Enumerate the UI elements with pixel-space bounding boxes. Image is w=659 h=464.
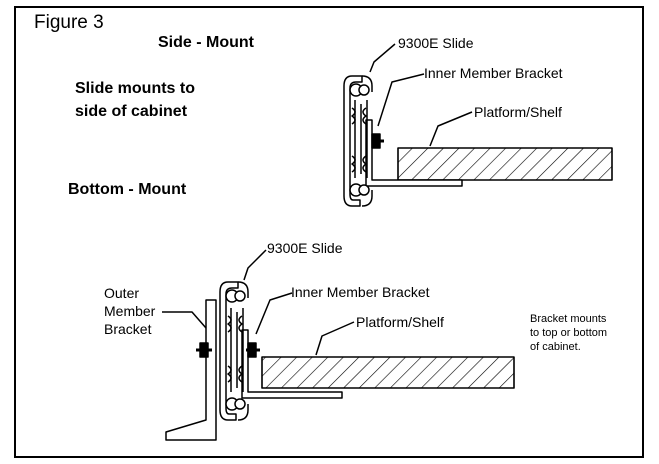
- outer-bracket-label-line3: Bracket: [104, 321, 152, 337]
- side-mount-heading: Side - Mount: [158, 34, 254, 51]
- side-slide-label: 9300E Slide: [398, 35, 474, 51]
- side-slide-outer-channel: [343, 75, 363, 207]
- bottom-note-line1: Bracket mounts: [530, 313, 607, 325]
- side-mount-drawing: [343, 43, 613, 207]
- bottom-inner-bracket-leader: [255, 292, 293, 335]
- outer-bracket-label-line2: Member: [104, 303, 156, 319]
- bottom-slide-leader: [243, 249, 267, 281]
- bottom-outer-member-bracket: [165, 299, 217, 441]
- side-slide-inner-member: [354, 100, 368, 178]
- side-platform-shelf: [397, 147, 613, 181]
- bottom-note-line3: of cabinet.: [530, 341, 581, 353]
- bottom-platform-shelf: [261, 356, 515, 389]
- bottom-slide-outer-channel: [219, 281, 239, 421]
- bottom-inner-bracket-label: Inner Member Bracket: [291, 284, 430, 300]
- side-platform-label: Platform/Shelf: [474, 104, 562, 120]
- side-inner-member-bracket: [365, 119, 463, 187]
- bottom-mount-heading: Bottom - Mount: [68, 181, 187, 198]
- side-inner-bracket-label: Inner Member Bracket: [424, 65, 563, 81]
- side-ball-bearing: [358, 184, 370, 196]
- bottom-platform-leader: [315, 321, 355, 356]
- bottom-note-line2: to top or bottom: [530, 327, 608, 339]
- figure-label: Figure 3: [34, 12, 104, 33]
- side-mount-note-line2: side of cabinet: [75, 103, 188, 120]
- side-ball-bearing: [358, 84, 370, 96]
- bottom-slide-label: 9300E Slide: [267, 240, 343, 256]
- outer-bracket-label-line1: Outer: [104, 285, 140, 301]
- bottom-slide-inner-member: [230, 308, 244, 392]
- bottom-ball-bearing: [234, 398, 246, 410]
- bottom-inner-member-bracket: [241, 329, 343, 399]
- bottom-platform-label: Platform/Shelf: [356, 314, 444, 330]
- bottom-outer-bracket-leader: [162, 311, 207, 329]
- bottom-mount-drawing: [162, 249, 515, 441]
- side-inner-bracket-leader: [377, 73, 425, 127]
- side-platform-leader: [429, 111, 473, 147]
- bottom-ball-bearing: [234, 290, 246, 302]
- side-slide-leader: [369, 43, 396, 73]
- side-mount-note-line1: Slide mounts to: [75, 80, 195, 97]
